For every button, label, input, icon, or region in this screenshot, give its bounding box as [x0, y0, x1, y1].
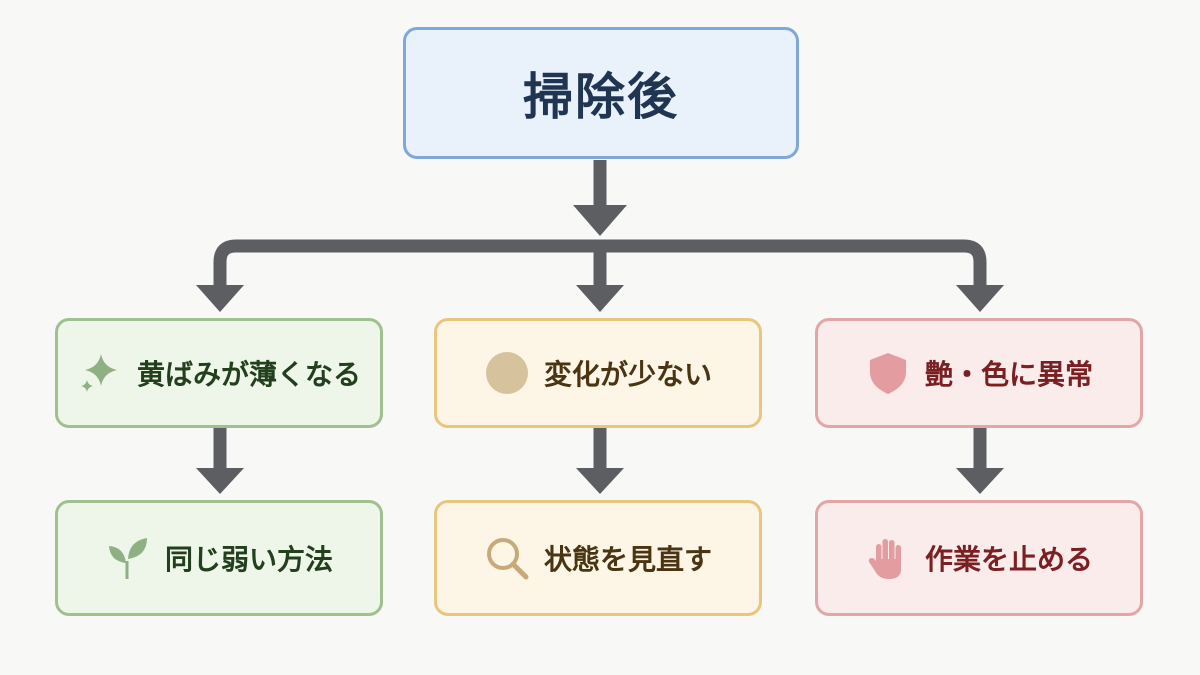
sprout-icon [108, 538, 147, 579]
magnifier-icon [486, 538, 529, 580]
action-label: 同じ弱い方法 [164, 543, 333, 576]
outcome-little-change: 変化が少ない [434, 318, 762, 428]
stop-hand-icon [868, 539, 901, 579]
arrowhead-left-2 [196, 468, 244, 494]
arrowhead-root [573, 205, 627, 236]
sparkle-icon [80, 354, 117, 392]
shield-icon [869, 353, 906, 394]
action-label: 状態を見直す [543, 543, 712, 576]
arrowhead-left [196, 285, 244, 312]
outcome-label: 艶・色に異常 [924, 358, 1093, 391]
arrowhead-right-2 [956, 468, 1004, 494]
outcome-yellowing-fades: 黄ばみが薄くなる [55, 318, 383, 428]
action-review-condition: 状態を見直す [434, 500, 762, 616]
outcome-label: 黄ばみが薄くなる [136, 358, 361, 391]
circle-icon [485, 352, 528, 394]
action-stop-work: 作業を止める [815, 500, 1143, 616]
arrowhead-middle-2 [576, 468, 624, 494]
root-node: 掃除後 [403, 27, 799, 159]
arrowhead-right [956, 285, 1004, 312]
outcome-label: 変化が少ない [543, 358, 712, 391]
outcome-gloss-color-abnormal: 艶・色に異常 [815, 318, 1143, 428]
action-same-gentle-method: 同じ弱い方法 [55, 500, 383, 616]
arrowhead-middle [576, 285, 624, 312]
root-title: 掃除後 [523, 68, 679, 126]
action-label: 作業を止める [924, 543, 1093, 576]
